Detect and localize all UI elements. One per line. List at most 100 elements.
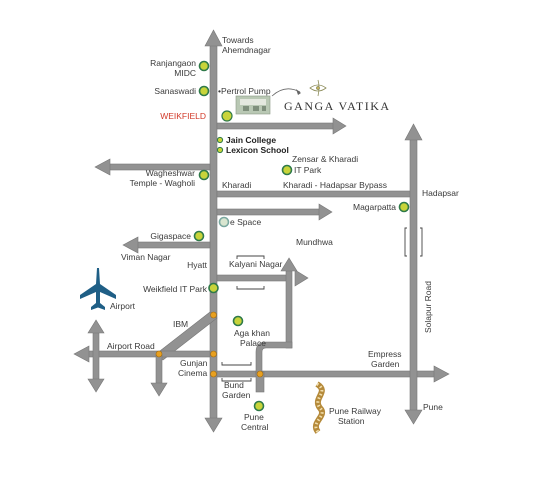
road-solapur bbox=[409, 137, 418, 413]
label-weikfield-it-park: Weikfield IT Park bbox=[143, 284, 208, 294]
junctions bbox=[155, 311, 264, 378]
bracket-mundhwa-left bbox=[404, 227, 407, 257]
label-pune-railway-2: Station bbox=[338, 416, 365, 426]
road-ibm-down bbox=[155, 354, 163, 388]
road-arrow-airport-down bbox=[87, 378, 105, 393]
label-towards-2: Ahemdnagar bbox=[222, 45, 271, 55]
label-weikfield: WEIKFIELD bbox=[160, 111, 206, 121]
marker-espace bbox=[218, 216, 230, 228]
airplane-icon bbox=[80, 268, 116, 310]
location-markers bbox=[193, 60, 410, 412]
junction-gunjan bbox=[210, 370, 217, 378]
label-empress-1: Empress bbox=[368, 349, 402, 359]
road-arrow-wagholi bbox=[94, 158, 111, 176]
label-zensar-2: IT Park bbox=[294, 165, 322, 175]
label-towards-1: Towards bbox=[222, 35, 254, 45]
marker-jain-college bbox=[216, 136, 224, 144]
marker-magarpatta bbox=[398, 201, 410, 213]
junction-ibm-road bbox=[155, 350, 163, 358]
junction-bund bbox=[256, 370, 264, 378]
road-arrow-ibm-down bbox=[150, 382, 168, 397]
marker-weikfield-it-park bbox=[208, 282, 219, 294]
label-espace: e Space bbox=[230, 217, 261, 227]
marker-sanaswadi bbox=[198, 85, 210, 97]
label-wagheshwar-1: Wagheshwar bbox=[146, 168, 195, 178]
project-name: GANGA VATIKA bbox=[284, 99, 391, 113]
road-arrow-north bbox=[204, 29, 223, 47]
label-empress-2: Garden bbox=[371, 359, 400, 369]
road-arrow-solapur-north bbox=[404, 123, 423, 141]
label-solapur-road: Solapur Road bbox=[423, 281, 433, 333]
label-bund-2: Garden bbox=[222, 390, 251, 400]
marker-wagheshwar bbox=[198, 169, 210, 181]
label-wagheshwar-2: Temple - Wagholi bbox=[130, 178, 195, 188]
road-kharadi-bypass bbox=[216, 190, 414, 198]
road-weikfield-east bbox=[216, 122, 336, 130]
label-zensar-1: Zensar & Kharadi bbox=[292, 154, 358, 164]
road-arrow-solapur-south bbox=[404, 409, 423, 425]
label-kharadi: Kharadi bbox=[222, 180, 251, 190]
label-bund-1: Bund bbox=[224, 380, 244, 390]
railway-track-icon bbox=[313, 381, 325, 434]
bracket-bund-top bbox=[221, 362, 252, 366]
label-pune-railway-1: Pune Railway bbox=[329, 406, 382, 416]
marker-zensar bbox=[281, 164, 293, 176]
bracket-kalyani-bottom bbox=[236, 286, 265, 290]
label-petrol-pump: •Pertrol Pump bbox=[218, 86, 271, 96]
project-building-image bbox=[235, 95, 271, 115]
project-pointer-arrowhead bbox=[296, 89, 301, 95]
road-gap-brackets bbox=[221, 227, 423, 382]
road-airport bbox=[86, 350, 211, 358]
label-gunjan-1: Gunjan bbox=[180, 358, 208, 368]
road-airport-vertical bbox=[92, 329, 100, 383]
label-viman-nagar: Viman Nagar bbox=[121, 252, 171, 262]
road-network bbox=[73, 29, 450, 433]
road-arrow-kalyani bbox=[280, 257, 298, 272]
road-main-north-south bbox=[209, 43, 218, 423]
label-hyatt: Hyatt bbox=[187, 260, 207, 270]
label-gigaspace: Gigaspace bbox=[150, 231, 191, 241]
marker-gigaspace bbox=[193, 230, 205, 242]
label-magarpatta: Magarpatta bbox=[353, 202, 396, 212]
label-gunjan-2: Cinema bbox=[178, 368, 208, 378]
label-hadapsar: Hadapsar bbox=[422, 188, 459, 198]
label-kalyani-nagar: Kalyani Nagar bbox=[229, 259, 283, 269]
road-espace-east bbox=[216, 208, 322, 216]
label-jain-college: Jain College bbox=[226, 135, 276, 145]
map-labels: Towards Ahemdnagar Ranjangaon MIDC Sanas… bbox=[107, 35, 459, 432]
label-aga-khan-2: Palace bbox=[240, 338, 266, 348]
road-arrow-hyatt bbox=[294, 269, 309, 287]
road-arrow-south bbox=[204, 417, 223, 433]
label-kharadi-bypass: Kharadi - Hadapsar Bypass bbox=[283, 180, 387, 190]
bracket-kalyani-top bbox=[236, 255, 265, 259]
label-sanaswadi: Sanaswadi bbox=[154, 86, 196, 96]
road-arrow-espace bbox=[318, 203, 333, 221]
road-arrow-airport-road bbox=[73, 345, 90, 363]
label-pune-central-1: Pune bbox=[244, 412, 264, 422]
label-lexicon-school: Lexicon School bbox=[226, 145, 289, 155]
label-pune: Pune bbox=[423, 402, 443, 412]
marker-pune-central bbox=[253, 400, 265, 412]
marker-ranjangaon bbox=[198, 60, 210, 72]
marker-aga-khan bbox=[232, 315, 244, 327]
road-empress bbox=[216, 370, 438, 378]
road-arrow-empress bbox=[433, 365, 450, 383]
road-arrow-weikfield bbox=[332, 117, 347, 135]
bracket-bund-bottom bbox=[221, 378, 252, 382]
label-ranjangaon-2: MIDC bbox=[174, 68, 196, 78]
label-pune-central-2: Central bbox=[241, 422, 269, 432]
marker-lexicon-school bbox=[216, 146, 224, 154]
project-logo-icon bbox=[309, 79, 327, 97]
road-hyatt bbox=[216, 274, 290, 282]
road-arrow-airport-up bbox=[87, 319, 105, 334]
marker-weikfield bbox=[221, 110, 233, 122]
label-airport: Airport bbox=[110, 301, 136, 311]
road-arrow-viman-nagar bbox=[122, 236, 139, 254]
junction-ibm bbox=[210, 311, 217, 319]
road-kalyani-down bbox=[285, 267, 293, 349]
label-ranjangaon-1: Ranjangaon bbox=[150, 58, 196, 68]
junction-airport-road bbox=[210, 350, 217, 358]
bracket-mundhwa-right bbox=[420, 227, 423, 257]
